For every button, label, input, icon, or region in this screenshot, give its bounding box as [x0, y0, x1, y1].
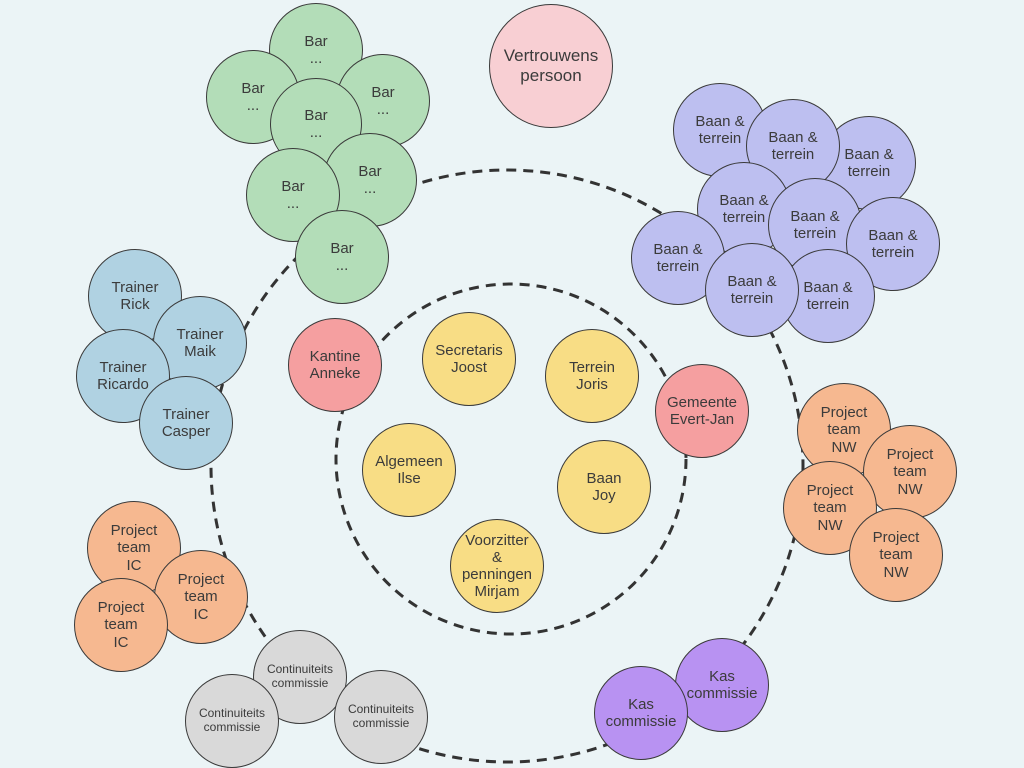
node-terrein-joris[interactable]: Terrein Joris [545, 329, 639, 423]
node-label: Bar ... [371, 83, 395, 118]
node-bar-7[interactable]: Bar ... [295, 210, 389, 304]
node-label: Baan & terrein [727, 272, 777, 307]
node-label: Baan & terrein [803, 278, 853, 313]
node-label: Project team IC [177, 571, 225, 623]
node-label: Kas commissie [686, 667, 758, 702]
node-label: Bar ... [304, 106, 328, 141]
node-label: Continuiteits commissie [266, 662, 334, 690]
node-continuiteitscommissie-2[interactable]: Continuiteits commissie [185, 674, 279, 768]
node-baan-joy[interactable]: Baan Joy [557, 440, 651, 534]
node-label: Voorzitter & penningen Mirjam [461, 531, 533, 601]
node-label: Bar ... [281, 177, 305, 212]
node-project-team-ic-2[interactable]: Project team IC [154, 550, 248, 644]
node-label: Kantine Anneke [309, 347, 361, 382]
node-label: Continuiteits commissie [347, 702, 415, 730]
node-label: Trainer Maik [176, 325, 224, 360]
node-baan-terrein-9[interactable]: Baan & terrein [705, 243, 799, 337]
node-label: Bar ... [241, 79, 265, 114]
node-project-team-ic-3[interactable]: Project team IC [74, 578, 168, 672]
node-label: Project team NW [886, 446, 934, 498]
node-label: Project team IC [97, 599, 145, 651]
node-label: Bar ... [304, 32, 328, 67]
node-label: Terrein Joris [569, 358, 615, 393]
node-kantine-anneke[interactable]: Kantine Anneke [288, 318, 382, 412]
node-label: Bar ... [330, 239, 354, 274]
inner-ring [334, 282, 688, 636]
node-label: Project team IC [110, 522, 158, 574]
node-label: Project team NW [806, 482, 854, 534]
node-label: Baan & terrein [768, 128, 818, 163]
node-label: Kas commissie [605, 695, 677, 730]
node-secretaris-joost[interactable]: Secretaris Joost [422, 312, 516, 406]
node-label: Baan Joy [586, 469, 622, 504]
node-label: Trainer Rick [111, 278, 159, 313]
node-project-team-nw-2[interactable]: Project team NW [863, 425, 957, 519]
node-label: Baan & terrein [653, 240, 703, 275]
node-label: Project team NW [872, 529, 920, 581]
node-kascommissie-1[interactable]: Kas commissie [675, 638, 769, 732]
node-label: Gemeente Evert-Jan [666, 393, 738, 428]
node-label: Baan & terrein [695, 112, 745, 147]
node-continuiteitscommissie-3[interactable]: Continuiteits commissie [334, 670, 428, 764]
node-label: Secretaris Joost [435, 341, 503, 376]
node-label: Project team NW [820, 404, 868, 456]
node-label: Baan & terrein [719, 191, 769, 226]
node-vertrouwenspersoon[interactable]: Vertrouwens persoon [489, 4, 613, 128]
node-label: Bar ... [358, 162, 382, 197]
node-voorzitter-mirjam[interactable]: Voorzitter & penningen Mirjam [450, 519, 544, 613]
node-label: Trainer Ricardo [97, 358, 149, 393]
node-project-team-nw-4[interactable]: Project team NW [849, 508, 943, 602]
node-trainer-casper[interactable]: Trainer Casper [139, 376, 233, 470]
node-kascommissie-2[interactable]: Kas commissie [594, 666, 688, 760]
node-label: Continuiteits commissie [198, 706, 266, 734]
node-label: Baan & terrein [790, 207, 840, 242]
node-algemeen-ilse[interactable]: Algemeen Ilse [362, 423, 456, 517]
node-label: Baan & terrein [868, 226, 918, 261]
node-label: Trainer Casper [161, 405, 211, 440]
outer-ring [209, 168, 805, 764]
node-label: Baan & terrein [844, 145, 894, 180]
node-gemeente-evert-jan[interactable]: Gemeente Evert-Jan [655, 364, 749, 458]
node-label: Algemeen Ilse [375, 452, 443, 487]
node-label: Vertrouwens persoon [503, 46, 599, 85]
